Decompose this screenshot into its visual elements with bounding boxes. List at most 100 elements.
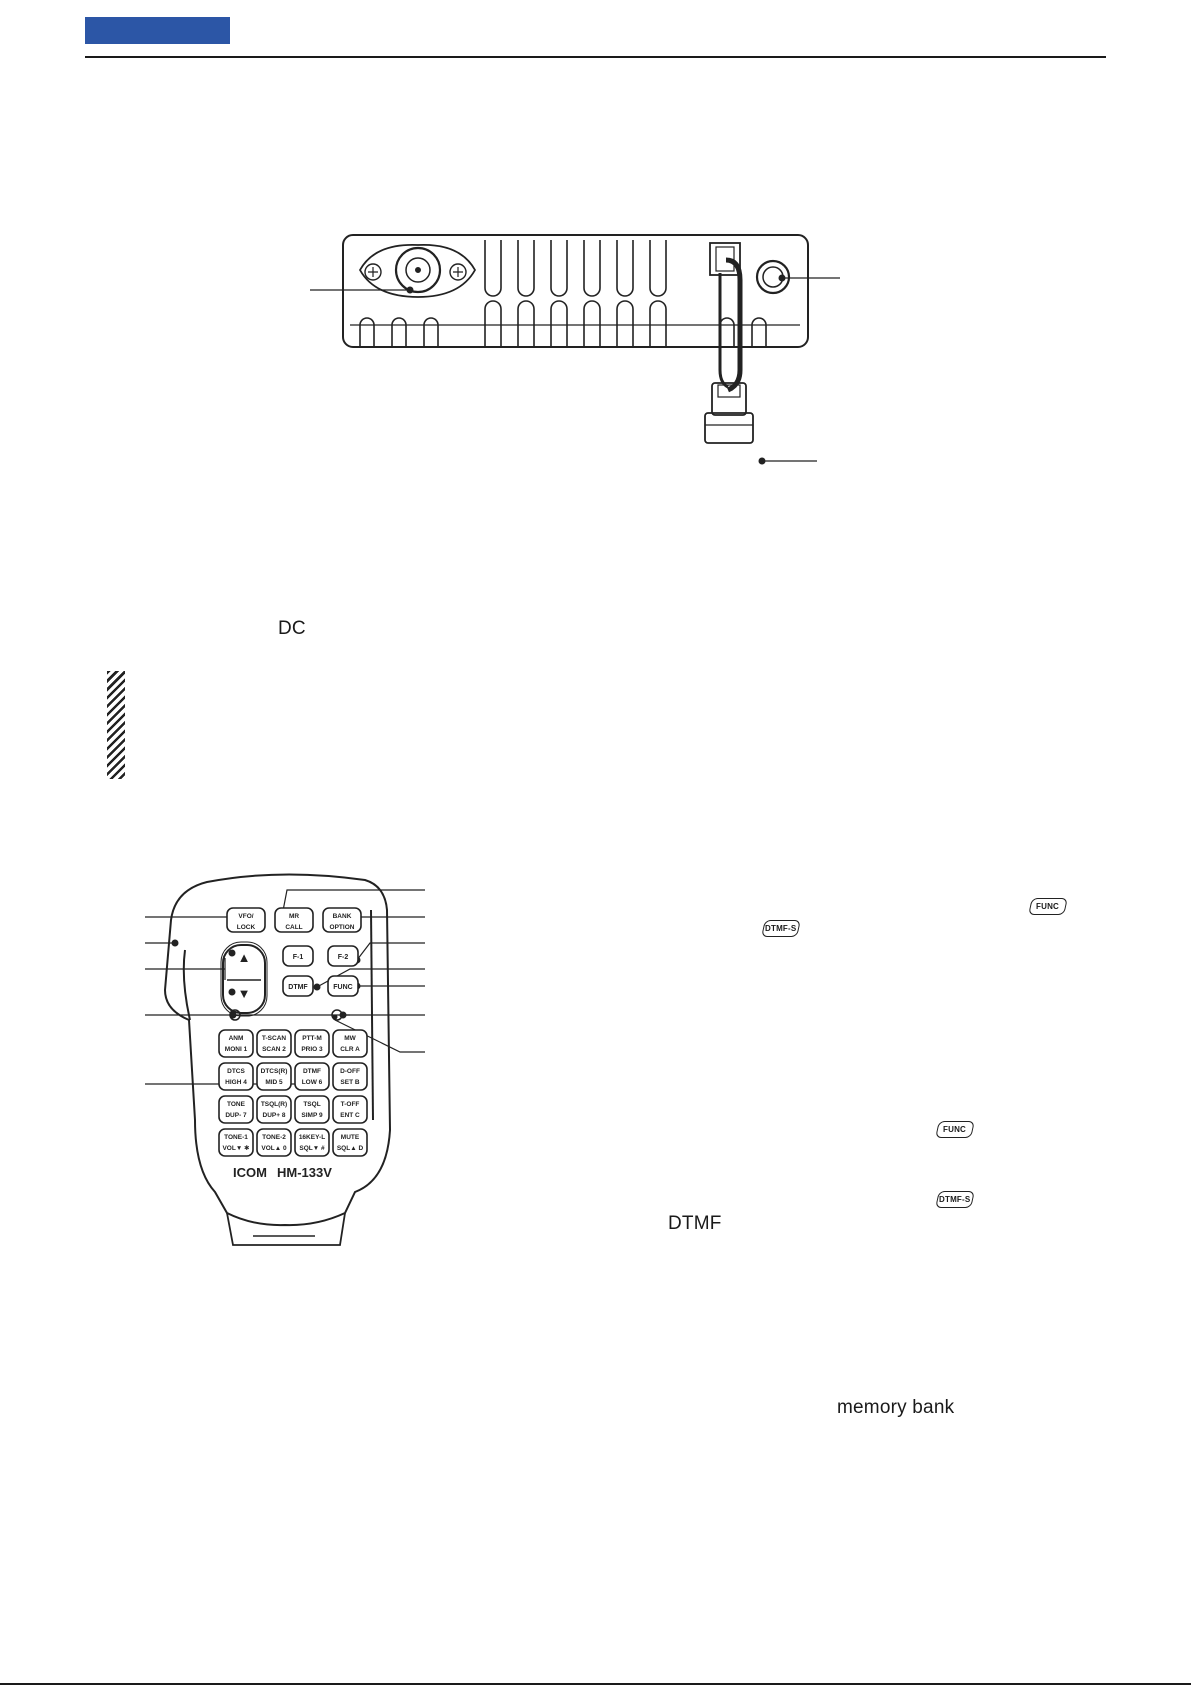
mic-top-key-0[interactable]: VFO/LOCK (226, 907, 266, 933)
header-rule (85, 56, 1106, 58)
mic-keypad-key-1-2-outline (294, 1062, 330, 1091)
dtmf-label: DTMF (668, 1213, 722, 1234)
mic-brand: ICOM (233, 1165, 267, 1180)
caution-hatch-bar (107, 671, 125, 779)
mic-keypad-key-3-3[interactable]: MUTE SQL▲ D (332, 1128, 368, 1157)
mic-keypad-key-0-0-label: MONI 1 (225, 1046, 248, 1053)
mic-top-key-2-label: BANK (333, 913, 352, 920)
mic-func-key-0[interactable]: F-1 (282, 945, 314, 967)
mic-keypad-key-1-1-label: DTCS(R) (261, 1068, 288, 1075)
mic-keypad-key-3-0-label: VOL▼ ✱ (222, 1145, 249, 1152)
mic-top-key-0-outline (226, 907, 266, 933)
mic-keypad-key-2-0-label: DUP- 7 (225, 1112, 247, 1119)
mic-keypad-key-0-2-label: PTT-M (302, 1035, 322, 1042)
mic-keypad-key-1-1[interactable]: DTCS(R) MID 5 (256, 1062, 292, 1091)
mic-keypad-key-3-1-label: TONE-2 (262, 1134, 286, 1141)
func-key-chip-1: FUNC (1028, 898, 1068, 915)
mic-keypad-key-3-1-label: VOL▲ 0 (261, 1145, 287, 1152)
mic-top-key-2-outline (322, 907, 362, 933)
mic-keypad-key-0-3[interactable]: MW CLR A (332, 1029, 368, 1058)
mic-keypad-key-3-3-label: MUTE (341, 1134, 360, 1141)
mic-keypad-key-0-0-outline (218, 1029, 254, 1058)
mic-keypad-key-0-1[interactable]: T-SCAN SCAN 2 (256, 1029, 292, 1058)
mic-keypad-key-3-2-label: 16KEY-L (299, 1134, 325, 1141)
mic-keypad-key-0-3-outline (332, 1029, 368, 1058)
mic-func-key-2-label: DTMF (288, 984, 308, 991)
mic-keypad-key-2-2-label: SIMP 9 (301, 1112, 323, 1119)
func-key-chip-2: FUNC (935, 1121, 975, 1138)
mic-keypad-key-1-0[interactable]: DTCS HIGH 4 (218, 1062, 254, 1091)
mic-keypad-key-2-3-outline (332, 1095, 368, 1124)
mic-keypad-key-2-1-label: DUP+ 8 (263, 1112, 286, 1119)
mic-keypad-key-0-1-outline (256, 1029, 292, 1058)
mic-up-arrow-icon[interactable]: ▲ (238, 950, 251, 965)
mic-keypad-key-2-3-label: T-OFF (341, 1101, 360, 1108)
mic-keypad-key-3-0-label: TONE-1 (224, 1134, 248, 1141)
mic-keypad-key-0-3-label: CLR A (340, 1046, 360, 1053)
mic-keypad-key-0-3-label: MW (344, 1035, 356, 1042)
mic-keypad-key-1-3-label: SET B (340, 1079, 359, 1086)
mic-top-key-2[interactable]: BANK OPTION (322, 907, 362, 933)
mic-keypad-key-2-0[interactable]: TONE DUP- 7 (218, 1095, 254, 1124)
mic-keypad-key-1-2-label: DTMF (303, 1068, 321, 1075)
mic-top-key-1-outline (274, 907, 314, 933)
rear-panel-illustration (310, 234, 840, 465)
mic-func-key-3[interactable]: FUNC (327, 975, 359, 997)
mic-top-key-0-label: LOCK (237, 924, 256, 931)
mic-top-key-2-label: OPTION (330, 924, 355, 931)
mic-keypad-key-0-1-label: T-SCAN (262, 1035, 287, 1042)
mic-top-key-1-label: CALL (285, 924, 302, 931)
section-tab (85, 17, 230, 44)
mic-keypad-key-2-2[interactable]: TSQL SIMP 9 (294, 1095, 330, 1124)
mic-func-key-0-outline (282, 945, 314, 967)
mic-func-key-1-outline (327, 945, 359, 967)
mic-func-key-0-label: F-1 (293, 954, 304, 961)
dc-label: DC (278, 618, 306, 639)
mic-keypad-key-2-0-outline (218, 1095, 254, 1124)
mic-func-key-2-outline (282, 975, 314, 997)
mic-keypad-key-1-3-label: D-OFF (340, 1068, 360, 1075)
mic-keypad-key-3-3-label: SQL▲ D (337, 1145, 364, 1152)
mic-keypad-key-2-1[interactable]: TSQL(R) DUP+ 8 (256, 1095, 292, 1124)
mic-keypad-key-3-1-outline (256, 1128, 292, 1157)
mic-keypad-key-2-1-outline (256, 1095, 292, 1124)
mic-keypad-key-2-3-label: ENT C (340, 1112, 360, 1119)
mic-keypad-key-2-1-label: TSQL(R) (261, 1101, 287, 1108)
mic-keypad-key-1-0-outline (218, 1062, 254, 1091)
footer-rule (0, 1683, 1191, 1685)
mic-func-key-3-label: FUNC (333, 984, 352, 991)
memory-bank-label: memory bank (837, 1397, 955, 1418)
mic-keypad-key-1-0-label: HIGH 4 (225, 1079, 247, 1086)
mic-down-arrow-icon[interactable]: ▼ (238, 986, 251, 1001)
mic-func-key-2[interactable]: DTMF (282, 975, 314, 997)
mic-keypad-key-0-0[interactable]: ANM MONI 1 (218, 1029, 254, 1058)
mic-keypad-key-3-2-label: SQL▼ # (299, 1145, 325, 1152)
mic-keypad-key-3-2[interactable]: 16KEY-L SQL▼ # (294, 1128, 330, 1157)
mic-keypad-key-0-0-label: ANM (229, 1035, 244, 1042)
mic-keypad-key-1-3-outline (332, 1062, 368, 1091)
mic-keypad-key-0-2-label: PRIO 3 (301, 1046, 323, 1053)
mic-keypad-key-3-2-outline (294, 1128, 330, 1157)
mic-func-key-1-label: F-2 (338, 954, 349, 961)
mic-keypad-key-0-2-outline (294, 1029, 330, 1058)
mic-keypad-key-1-3[interactable]: D-OFF SET B (332, 1062, 368, 1091)
mic-keypad-key-1-1-label: MID 5 (265, 1079, 283, 1086)
mic-keypad-key-0-1-label: SCAN 2 (262, 1046, 286, 1053)
mic-keypad-key-1-2-label: LOW 6 (302, 1079, 323, 1086)
mic-keypad-key-2-0-label: TONE (227, 1101, 246, 1108)
dtmf-s-key-chip-2: DTMF-S (935, 1191, 975, 1208)
mic-keypad-key-0-2[interactable]: PTT-M PRIO 3 (294, 1029, 330, 1058)
mic-keypad-key-2-3[interactable]: T-OFF ENT C (332, 1095, 368, 1124)
mic-keypad-key-3-3-outline (332, 1128, 368, 1157)
mic-model: HM-133V (277, 1165, 332, 1180)
mic-top-key-0-label: VFO/ (238, 913, 253, 920)
mic-func-key-1[interactable]: F-2 (327, 945, 359, 967)
mic-keypad-key-1-2[interactable]: DTMF LOW 6 (294, 1062, 330, 1091)
mic-keypad-key-3-0-outline (218, 1128, 254, 1157)
mic-keypad-key-1-0-label: DTCS (227, 1068, 245, 1075)
mic-keypad-key-2-2-label: TSQL (303, 1101, 320, 1108)
